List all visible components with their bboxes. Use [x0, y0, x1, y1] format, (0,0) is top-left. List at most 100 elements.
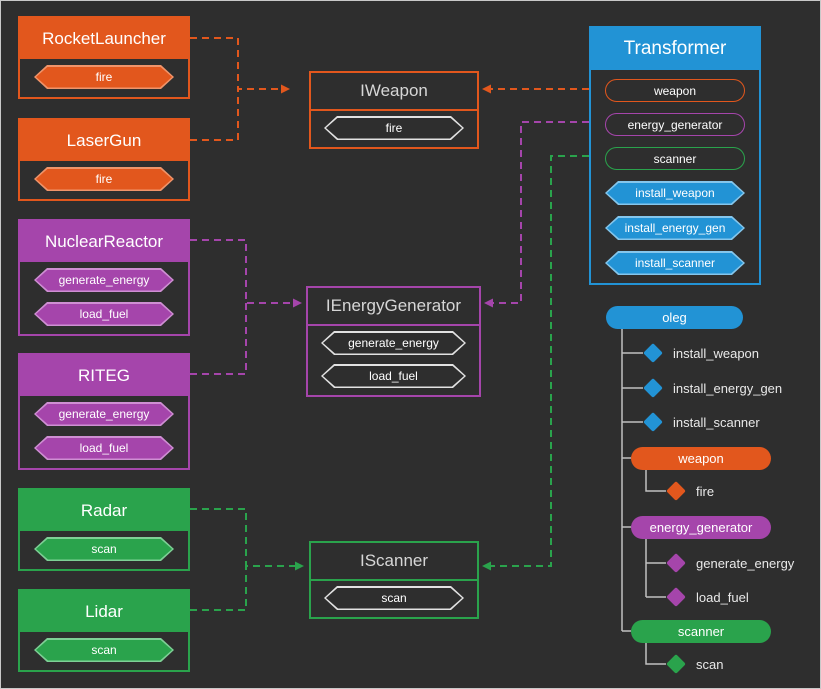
hexagon-fill	[36, 539, 172, 560]
diamond-icon	[643, 378, 663, 398]
interface-iweapon: IWeapon fire	[309, 71, 479, 149]
attribute-pill: scanner	[605, 147, 745, 170]
method-hexagon: scan	[324, 586, 464, 610]
method-hexagon: generate_energy	[321, 331, 466, 355]
class-title: Radar	[20, 490, 188, 531]
hexagon-fill	[36, 270, 172, 291]
attribute-pill: energy_generator	[605, 113, 745, 136]
hexagon-fill	[36, 404, 172, 425]
diamond-icon	[666, 481, 686, 501]
class-riteg: RITEG generate_energy load_fuel	[18, 353, 190, 470]
tree-node-weapon: weapon	[631, 447, 771, 470]
hexagon-fill	[607, 183, 743, 204]
class-title: NuclearReactor	[20, 221, 188, 262]
tree-root-oleg: oleg	[606, 306, 743, 329]
tree-node-label: load_fuel	[696, 589, 749, 605]
class-members: weapon energy_generator scanner install_…	[591, 70, 759, 283]
hexagon-fill	[36, 640, 172, 661]
tree-node-label: generate_energy	[696, 555, 795, 571]
hexagon-fill	[36, 304, 172, 325]
method-label: install_weapon	[635, 186, 715, 200]
hexagon-fill	[323, 366, 464, 387]
method-hexagon: load_fuel	[34, 436, 174, 460]
method-label: generate_energy	[348, 336, 439, 350]
tree-node-label: fire	[696, 483, 715, 499]
method-label: install_energy_gen	[624, 221, 726, 235]
method-hexagon: install_weapon	[605, 181, 745, 205]
interface-ienergygenerator: IEnergyGenerator generate_energy load_fu…	[306, 286, 481, 397]
method-label: load_fuel	[79, 307, 129, 321]
class-lasergun: LaserGun fire	[18, 118, 190, 201]
diamond-icon	[643, 343, 663, 363]
class-methods: fire	[20, 161, 188, 199]
diamond-icon	[666, 553, 686, 573]
method-label: generate_energy	[58, 407, 150, 421]
tree-node: generate_energy	[666, 553, 795, 573]
method-hexagon: generate_energy	[34, 268, 174, 292]
method-hexagon: fire	[324, 116, 464, 140]
interface-title: IScanner	[311, 543, 477, 581]
class-transformer: Transformer weapon energy_generator scan…	[589, 26, 761, 285]
method-label: fire	[95, 172, 113, 186]
method-hexagon: fire	[34, 65, 174, 89]
interface-iscanner: IScanner scan	[309, 541, 479, 619]
hexagon-fill	[36, 438, 172, 459]
class-methods: scan	[20, 531, 188, 569]
diamond-icon	[643, 412, 663, 432]
attribute-pill: weapon	[605, 79, 745, 102]
tree-node: scan	[666, 654, 724, 674]
method-label: scan	[381, 591, 407, 605]
tree-node: install_scanner	[643, 412, 760, 432]
class-title: Lidar	[20, 591, 188, 632]
diamond-icon	[666, 587, 686, 607]
hexagon-fill	[323, 333, 464, 354]
class-title: RITEG	[20, 355, 188, 396]
class-rocketlauncher: RocketLauncher fire	[18, 16, 190, 99]
method-hexagon: fire	[34, 167, 174, 191]
method-hexagon: generate_energy	[34, 402, 174, 426]
class-title: RocketLauncher	[20, 18, 188, 59]
method-label: scan	[91, 542, 117, 556]
method-hexagon: install_energy_gen	[605, 216, 745, 240]
hexagon-fill	[36, 67, 172, 88]
interface-methods: fire	[311, 111, 477, 147]
tree-node: load_fuel	[666, 587, 749, 607]
tree-node-scanner: scanner	[631, 620, 771, 643]
hexagon-fill	[326, 588, 462, 609]
interface-title: IEnergyGenerator	[308, 288, 479, 326]
method-label: load_fuel	[369, 369, 418, 383]
method-label: scan	[91, 643, 117, 657]
tree-node: install_energy_gen	[643, 378, 783, 398]
method-label: install_scanner	[634, 256, 716, 270]
tree-node-label: install_energy_gen	[673, 380, 783, 396]
class-radar: Radar scan	[18, 488, 190, 571]
method-hexagon: scan	[34, 537, 174, 561]
interface-title: IWeapon	[311, 73, 477, 111]
class-methods: generate_energy load_fuel	[20, 396, 188, 468]
hexagon-fill	[607, 253, 743, 274]
class-title: Transformer	[591, 28, 759, 70]
interface-methods: generate_energy load_fuel	[308, 326, 479, 395]
interface-methods: scan	[311, 581, 477, 617]
class-title: LaserGun	[20, 120, 188, 161]
tree-node: install_weapon	[643, 343, 760, 363]
method-label: generate_energy	[58, 273, 150, 287]
tree-node-label: install_scanner	[673, 414, 760, 430]
class-methods: scan	[20, 632, 188, 670]
method-label: fire	[95, 70, 113, 84]
diamond-icon	[666, 654, 686, 674]
tree-node-label: install_weapon	[673, 345, 760, 361]
hexagon-fill	[326, 118, 462, 139]
class-nuclearreactor: NuclearReactor generate_energy load_fuel	[18, 219, 190, 336]
method-hexagon: scan	[34, 638, 174, 662]
tree-node-energy-generator: energy_generator	[631, 516, 771, 539]
hexagon-fill	[607, 218, 743, 239]
method-hexagon: install_scanner	[605, 251, 745, 275]
class-lidar: Lidar scan	[18, 589, 190, 672]
method-label: fire	[385, 121, 403, 135]
method-label: load_fuel	[79, 441, 129, 455]
method-hexagon: load_fuel	[34, 302, 174, 326]
hexagon-fill	[36, 169, 172, 190]
tree-node-label: scan	[696, 656, 724, 672]
